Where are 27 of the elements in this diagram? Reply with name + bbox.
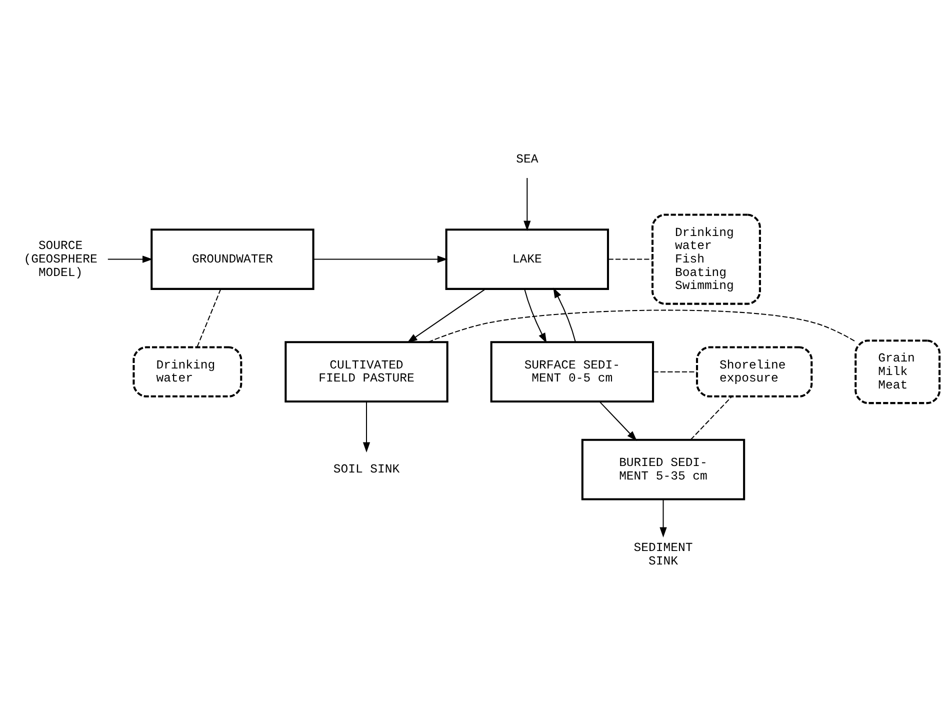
node-text: SEA (516, 152, 538, 166)
connector (428, 309, 855, 342)
arrow (659, 499, 666, 538)
arrow (523, 178, 530, 230)
connector (652, 370, 696, 372)
node-box: BURIED SEDI- MENT 5-35 cm (580, 438, 745, 500)
node-text: SEDIMENT SINK (633, 540, 692, 568)
node-box: Drinking water (132, 346, 242, 397)
arrow (598, 400, 637, 440)
arrow (406, 288, 486, 342)
connector (196, 288, 221, 347)
node-box: CULTIVATED FIELD PASTURE (284, 340, 448, 402)
node-text: SOIL SINK (332, 462, 400, 476)
node-box: Grain Milk Meat (854, 339, 940, 404)
arrow (552, 287, 576, 342)
node-box: LAKE (444, 228, 609, 290)
node-box: Shoreline exposure (695, 346, 812, 397)
connector (608, 258, 652, 260)
connector (690, 396, 732, 440)
arrow (312, 255, 448, 262)
arrow (107, 255, 152, 262)
node-box: Drinking water Fish Boating Swimming (650, 213, 760, 304)
arrow (362, 401, 370, 452)
node-box: SURFACE SEDI- MENT 0-5 cm (490, 340, 654, 402)
node-box: GROUNDWATER (150, 228, 314, 290)
arrow (524, 288, 546, 343)
node-text: SOURCE (GEOSPHERE MODEL) (23, 238, 97, 280)
